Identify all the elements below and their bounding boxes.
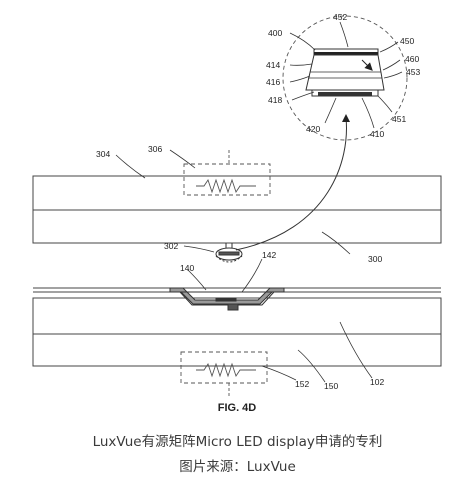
label-414: 414	[266, 60, 280, 70]
label-152: 152	[295, 379, 309, 389]
label-451: 451	[392, 114, 406, 124]
label-453: 453	[406, 67, 420, 77]
label-450: 450	[400, 36, 414, 46]
label-418: 418	[268, 95, 282, 105]
label-150: 150	[324, 381, 338, 391]
bank-structure-140	[169, 287, 285, 311]
leader-lines	[115, 21, 403, 383]
label-420: 420	[306, 124, 320, 134]
caption-line-1: LuxVue有源矩阵Micro LED display申请的专利	[92, 434, 383, 450]
label-142: 142	[262, 250, 276, 260]
region-152	[180, 351, 268, 396]
transfer-head-302	[215, 243, 243, 263]
label-460: 460	[405, 54, 419, 64]
label-140: 140	[180, 263, 194, 273]
upper-substrate	[32, 175, 442, 244]
label-306: 306	[148, 144, 162, 154]
label-452: 452	[333, 12, 347, 22]
label-102: 102	[370, 377, 384, 387]
figure-title: FIG. 4D	[218, 402, 257, 414]
transfer-head-region-306	[183, 150, 271, 196]
label-410: 410	[370, 129, 384, 139]
transfer-arrow	[235, 117, 347, 251]
label-416: 416	[266, 77, 280, 87]
reference-labels: 400 452 450 414 460 453 416 418 420 410 …	[96, 12, 420, 414]
label-300: 300	[368, 254, 382, 264]
label-302: 302	[164, 241, 178, 251]
caption-line-2: 图片来源：LuxVue	[179, 459, 296, 475]
label-304: 304	[96, 149, 110, 159]
transfer-arrowhead	[342, 114, 350, 122]
magnified-inset-400	[282, 15, 408, 141]
label-400: 400	[268, 28, 282, 38]
